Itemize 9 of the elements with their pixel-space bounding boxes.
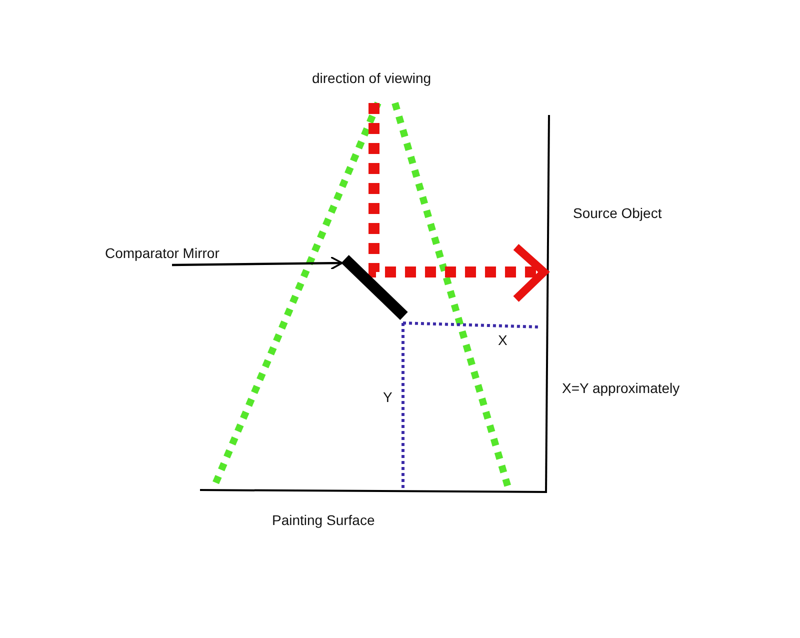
label-text: X (498, 331, 508, 349)
label-text: Source Object (573, 204, 662, 222)
leader-line (172, 256, 343, 270)
label-text: X=Y approximately (562, 379, 680, 397)
label-text: Painting Surface (272, 511, 375, 529)
label-text: Comparator Mirror (105, 245, 220, 261)
label-text: Y (383, 388, 392, 406)
mirror-bar (341, 255, 408, 320)
label-text: direction of viewing (312, 69, 432, 87)
